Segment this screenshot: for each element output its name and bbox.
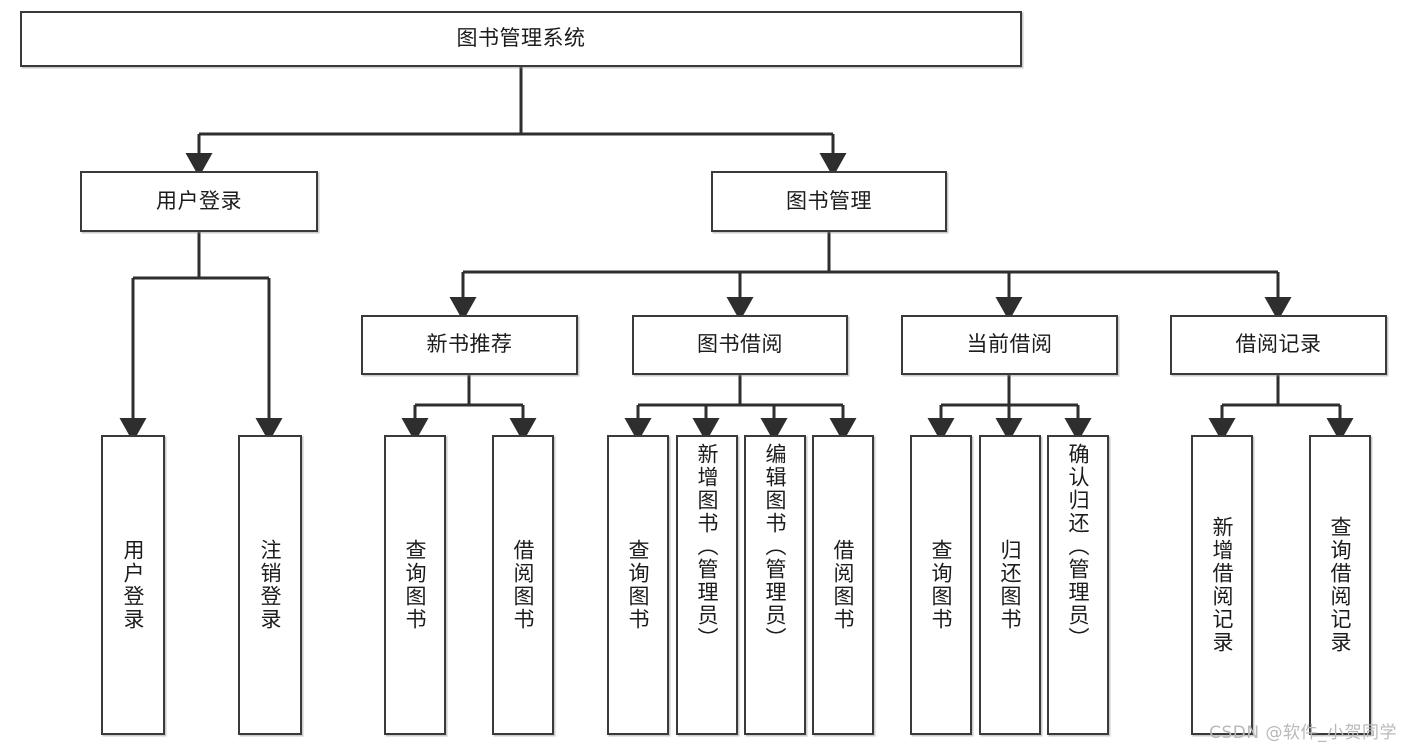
leaf-bb-edit-book[interactable]: 编辑图书（管理员） (744, 435, 806, 735)
node-borrow-record[interactable]: 借阅记录 (1170, 315, 1387, 375)
node-book-borrow-label: 图书借阅 (697, 332, 783, 357)
leaf-cb-return-book-label: 归还图书 (998, 539, 1023, 631)
node-book-manage[interactable]: 图书管理 (711, 171, 947, 232)
leaf-logout[interactable]: 注销登录 (238, 435, 302, 735)
node-new-book-recommend-label: 新书推荐 (426, 332, 513, 357)
watermark-label: CSDN @软件_小贺同学 (1209, 723, 1397, 743)
node-book-borrow[interactable]: 图书借阅 (632, 315, 848, 375)
leaf-user-login[interactable]: 用户登录 (101, 435, 165, 735)
leaf-br-query-record[interactable]: 查询借阅记录 (1309, 435, 1371, 735)
node-user-login-label: 用户登录 (156, 188, 242, 213)
node-current-borrow-label: 当前借阅 (966, 332, 1053, 357)
leaf-bb-query-book-label: 查询图书 (626, 539, 651, 631)
node-new-book-recommend[interactable]: 新书推荐 (361, 315, 578, 375)
leaf-logout-label: 注销登录 (258, 539, 283, 631)
node-user-login[interactable]: 用户登录 (80, 171, 318, 232)
leaf-cb-confirm-return[interactable]: 确认归还（管理员） (1047, 435, 1109, 735)
leaf-nb-borrow-book-label: 借阅图书 (511, 539, 536, 631)
node-current-borrow[interactable]: 当前借阅 (901, 315, 1118, 375)
leaf-br-add-record[interactable]: 新增借阅记录 (1191, 435, 1253, 735)
leaf-user-login-label: 用户登录 (121, 539, 146, 631)
leaf-bb-edit-book-label: 编辑图书（管理员） (763, 443, 788, 650)
leaf-cb-confirm-return-label: 确认归还（管理员） (1066, 443, 1091, 650)
leaf-bb-borrow-book-label: 借阅图书 (831, 539, 856, 631)
leaf-cb-return-book[interactable]: 归还图书 (979, 435, 1041, 735)
leaf-br-add-record-label: 新增借阅记录 (1210, 516, 1235, 654)
leaf-nb-borrow-book[interactable]: 借阅图书 (492, 435, 554, 735)
node-book-manage-label: 图书管理 (786, 188, 872, 213)
node-root-label: 图书管理系统 (456, 26, 586, 51)
node-borrow-record-label: 借阅记录 (1235, 332, 1322, 357)
leaf-nb-query-book[interactable]: 查询图书 (384, 435, 446, 735)
leaf-bb-add-book[interactable]: 新增图书（管理员） (676, 435, 738, 735)
leaf-bb-borrow-book[interactable]: 借阅图书 (812, 435, 874, 735)
node-root[interactable]: 图书管理系统 (20, 11, 1022, 67)
leaf-cb-query-book-label: 查询图书 (929, 539, 954, 631)
leaf-nb-query-book-label: 查询图书 (403, 539, 428, 631)
leaf-bb-query-book[interactable]: 查询图书 (607, 435, 669, 735)
leaf-cb-query-book[interactable]: 查询图书 (910, 435, 972, 735)
leaf-bb-add-book-label: 新增图书（管理员） (695, 443, 720, 650)
leaf-br-query-record-label: 查询借阅记录 (1328, 516, 1353, 654)
